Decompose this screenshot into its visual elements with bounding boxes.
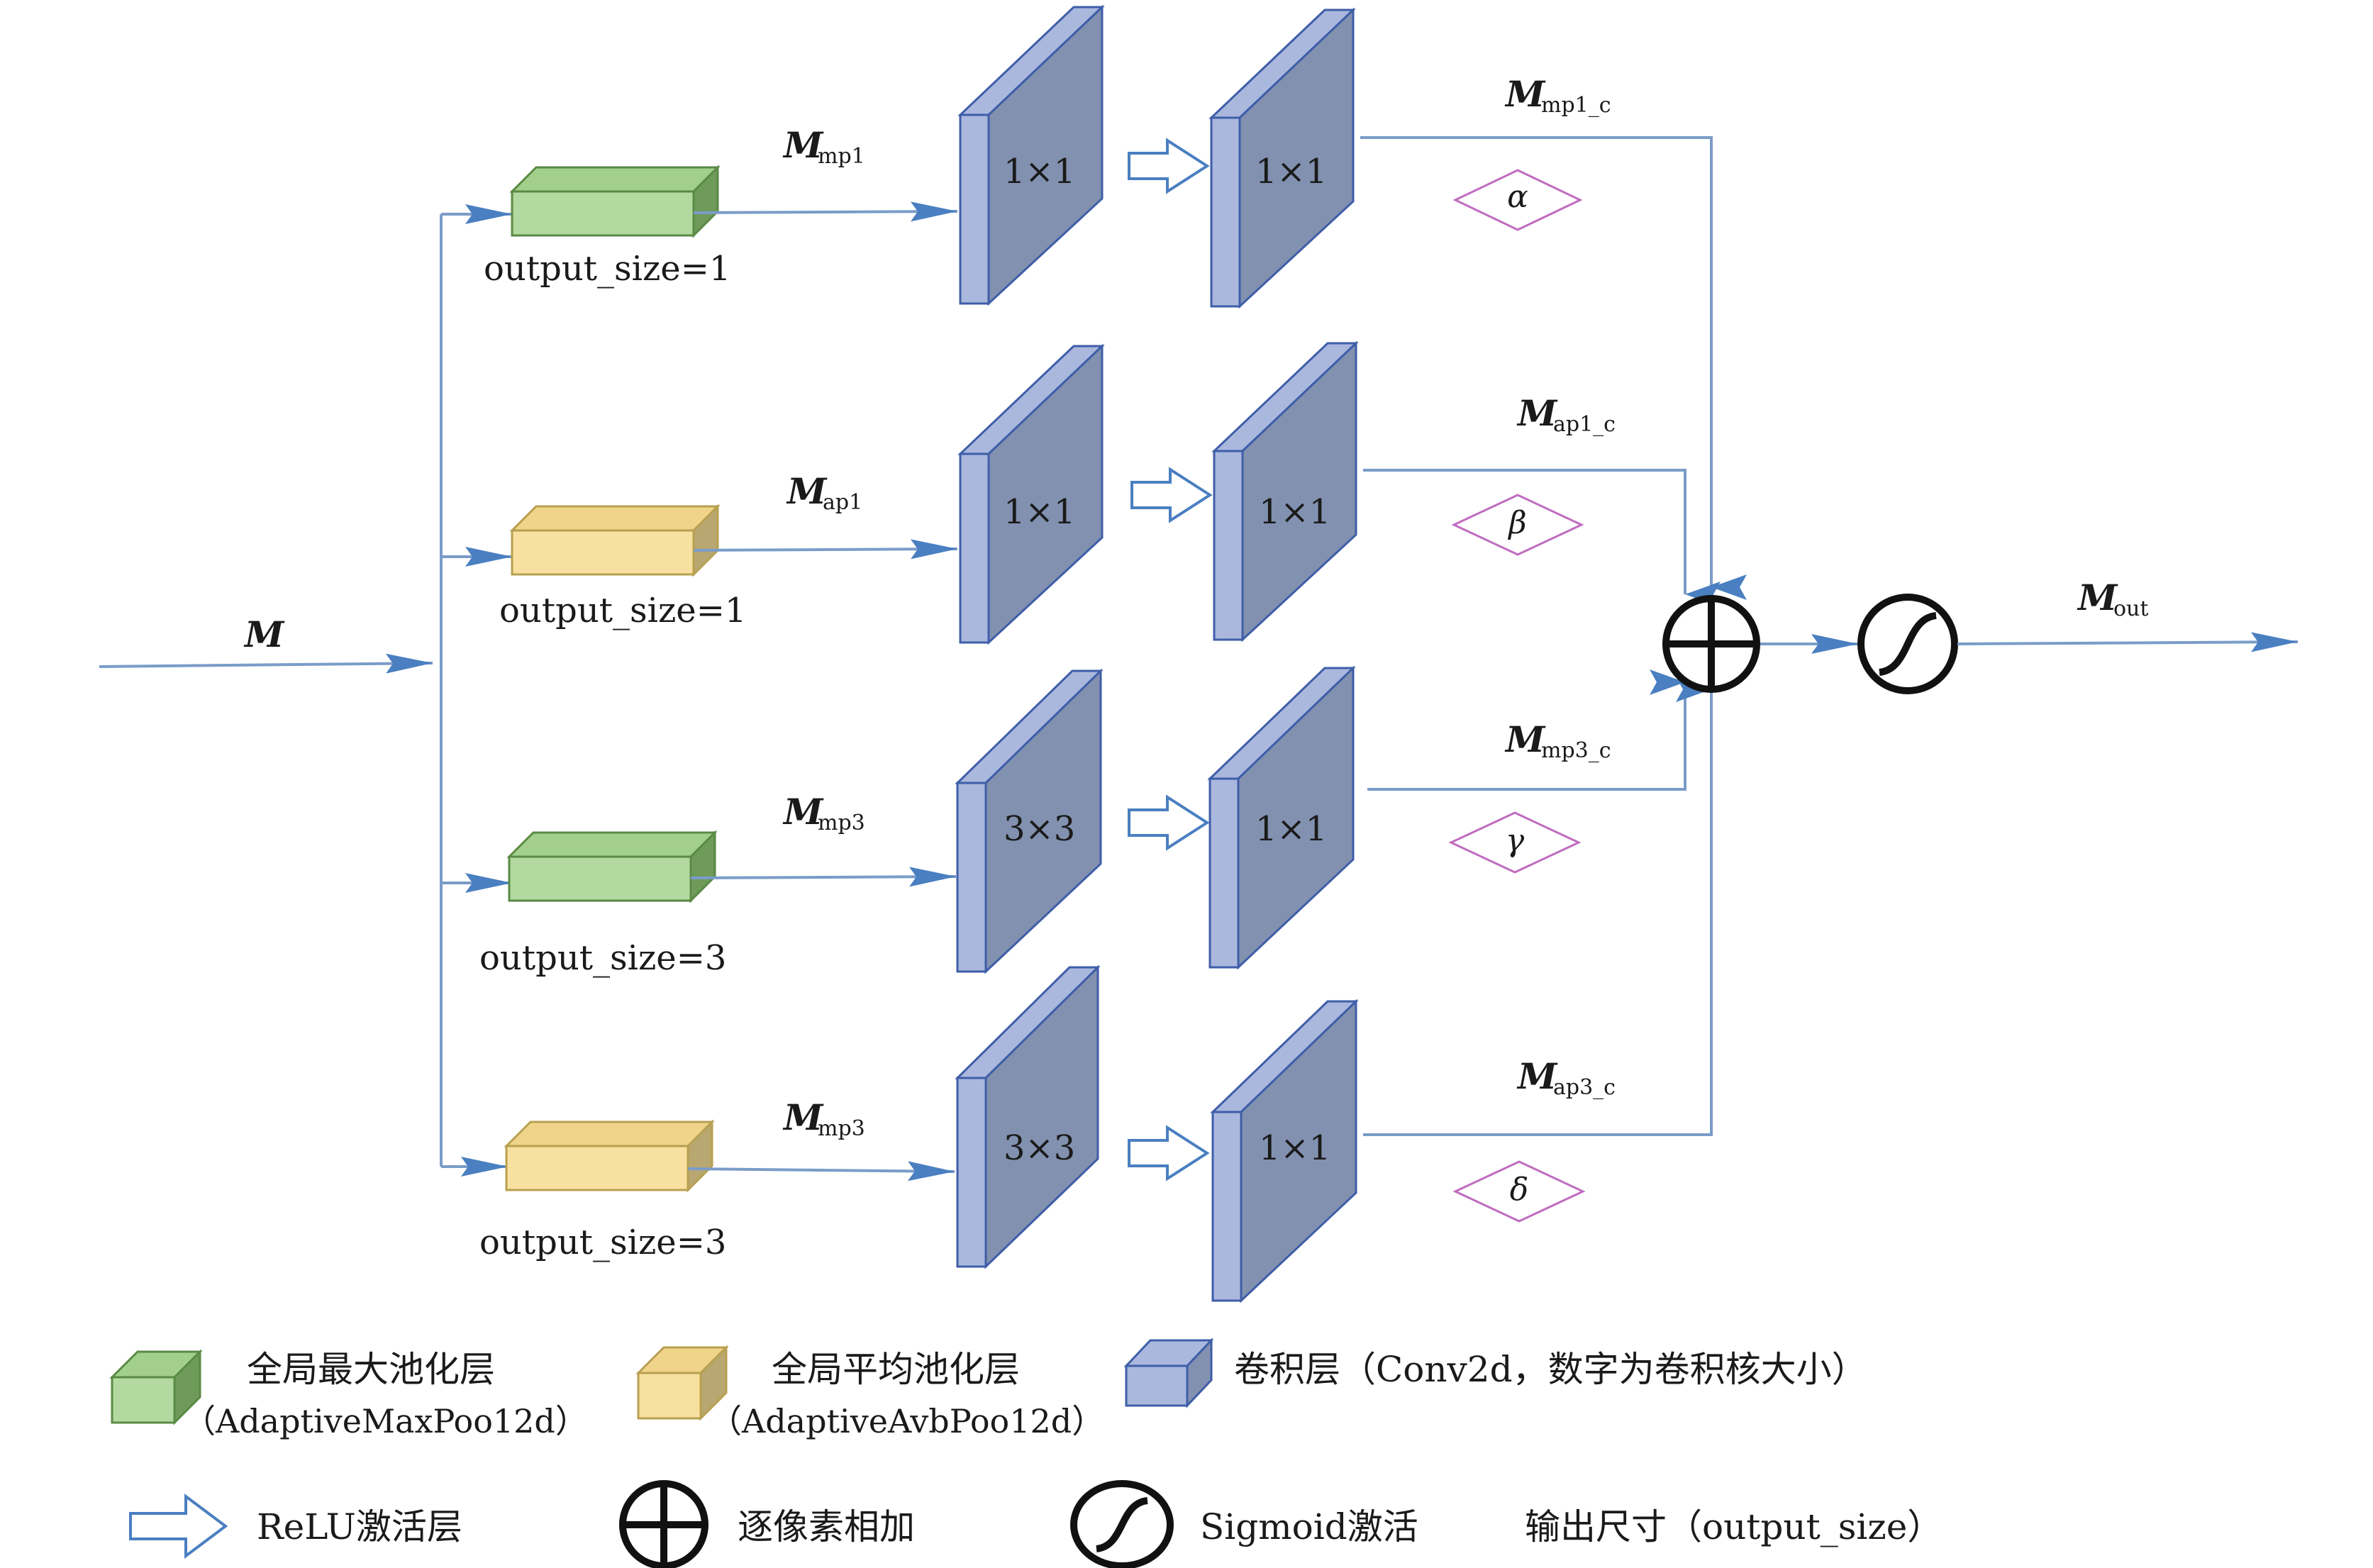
legend-max-pool-sublabel: （AdaptiveMaxPoo12d） xyxy=(183,1402,588,1440)
branch-3: output_size=3 M mp3 3×3 1×1 M mp3_c γ xyxy=(441,665,1686,978)
branch-output-symbol: M xyxy=(1504,73,1546,115)
weight-label: α xyxy=(1507,179,1528,215)
branch-output-subscript: mp1_c xyxy=(1541,93,1611,118)
output-subscript: out xyxy=(2113,596,2148,621)
branch-output-symbol: M xyxy=(1516,392,1558,434)
legend-avg-pool-label: 全局平均池化层 xyxy=(772,1349,1020,1390)
branch-output-symbol: M xyxy=(1504,718,1546,760)
branch-output-subscript: ap1_c xyxy=(1553,412,1616,437)
conv-kernel-label: 3×3 xyxy=(1004,1128,1075,1168)
pool-output-symbol: M xyxy=(782,791,824,833)
output-arrow xyxy=(1957,632,2299,652)
legend-add-icon xyxy=(619,1480,708,1568)
sigmoid-icon xyxy=(1857,594,1958,694)
legend-avg-pool-sublabel: （AdaptiveAvbPoo12d） xyxy=(709,1402,1104,1440)
weight-diamond xyxy=(1448,811,1582,874)
pool-size-label: output_size=3 xyxy=(479,1223,726,1262)
weight-label: δ xyxy=(1510,1172,1529,1208)
conv-block xyxy=(957,4,1105,306)
branch-output-subscript: ap3_c xyxy=(1553,1075,1616,1100)
pool-size-label: output_size=1 xyxy=(499,591,746,630)
pool-output-subscript: mp3 xyxy=(818,1116,865,1141)
pool-output-symbol: M xyxy=(786,470,828,512)
pool-output-subscript: mp3 xyxy=(818,811,865,835)
legend-relu-swatch xyxy=(129,1494,228,1559)
relu-arrow-icon xyxy=(1128,138,1210,194)
conv-block xyxy=(1207,665,1356,970)
relu-arrow-icon xyxy=(1128,794,1210,851)
conv-block xyxy=(955,964,1101,1269)
legend: 全局最大池化层 （AdaptiveMaxPoo12d） 全局平均池化层 （Ada… xyxy=(109,1338,1943,1568)
conv-block xyxy=(1210,999,1359,1303)
conv-kernel-label: 3×3 xyxy=(1004,809,1075,849)
weight-diamond xyxy=(1452,1160,1586,1223)
branch-output-subscript: mp3_c xyxy=(1541,738,1611,763)
output-symbol: M xyxy=(2077,577,2118,618)
input-arrow xyxy=(99,653,433,674)
conv-block xyxy=(957,343,1105,645)
avg-pool-box xyxy=(509,504,721,577)
legend-sigmoid-icon xyxy=(1070,1480,1174,1568)
legend-conv-swatch xyxy=(1123,1338,1214,1408)
pool-output-symbol: M xyxy=(782,124,824,166)
add-circle-icon xyxy=(1662,595,1760,693)
conv-kernel-label: 1×1 xyxy=(1255,152,1327,191)
conv-kernel-label: 1×1 xyxy=(1259,492,1330,532)
max-pool-box xyxy=(506,830,718,903)
branch-output-symbol: M xyxy=(1516,1055,1558,1097)
weight-label: γ xyxy=(1506,823,1525,859)
pool-output-subscript: mp1 xyxy=(818,144,865,169)
conv-block xyxy=(1211,340,1359,643)
pool-size-label: output_size=3 xyxy=(479,938,726,978)
conv-block xyxy=(955,668,1104,974)
relu-arrow-icon xyxy=(1130,467,1213,523)
conv-block xyxy=(1208,7,1356,309)
legend-sigmoid-label: Sigmoid激活 xyxy=(1200,1506,1418,1547)
conv-kernel-label: 1×1 xyxy=(1259,1128,1330,1168)
legend-max-pool-swatch xyxy=(109,1349,203,1425)
legend-add-label: 逐像素相加 xyxy=(738,1506,915,1547)
max-pool-box xyxy=(509,165,721,238)
legend-avg-pool-swatch xyxy=(635,1345,729,1421)
input-label: M xyxy=(243,613,285,655)
branch-1: output_size=1 M mp1 1×1 1×1 M mp1_c α xyxy=(441,4,1747,600)
legend-relu-label: ReLU激活层 xyxy=(257,1506,462,1547)
branch-4: output_size=3 M mp3 3×3 1×1 M ap3_c δ xyxy=(441,677,1713,1303)
pool-size-label: output_size=1 xyxy=(484,249,730,289)
branch-2: output_size=1 M ap1 1×1 1×1 M ap1_c β xyxy=(441,340,1721,645)
legend-max-pool-label: 全局最大池化层 xyxy=(247,1349,495,1390)
weight-label: β xyxy=(1507,505,1526,541)
weight-diamond xyxy=(1452,169,1583,231)
relu-arrow-icon xyxy=(1128,1125,1210,1181)
legend-output-size-label: 输出尺寸（output_size） xyxy=(1525,1506,1943,1547)
pool-output-subscript: ap1 xyxy=(823,490,862,515)
weight-diamond xyxy=(1451,494,1584,556)
pool-output-symbol: M xyxy=(782,1096,824,1138)
conv-kernel-label: 1×1 xyxy=(1004,152,1075,191)
avg-pool-box xyxy=(504,1119,715,1193)
conv-kernel-label: 1×1 xyxy=(1004,492,1075,532)
legend-conv-label: 卷积层（Conv2d，数字为卷积核大小） xyxy=(1234,1349,1867,1390)
conv-kernel-label: 1×1 xyxy=(1255,809,1327,849)
